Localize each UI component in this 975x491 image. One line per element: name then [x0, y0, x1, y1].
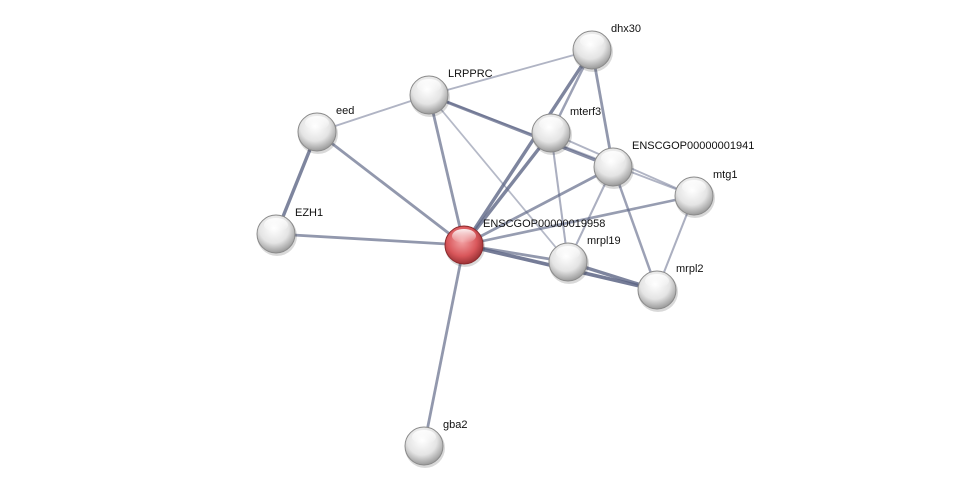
- node-EZH1[interactable]: EZH1: [256, 207, 323, 256]
- edge-LRPPRC-eed[interactable]: [316, 94, 430, 133]
- edge-ENSCGOP00000001941-ENSCGOP00000019958[interactable]: [463, 165, 614, 247]
- edge-mterf3-mrpl19[interactable]: [549, 132, 570, 263]
- edge-mterf3-ENSCGOP00000019958[interactable]: [462, 131, 553, 247]
- edge-LRPPRC-mrpl19[interactable]: [428, 94, 569, 263]
- node-mtg1[interactable]: mtg1: [674, 169, 737, 218]
- edge-ENSCGOP00000001941-mrpl2[interactable]: [611, 166, 659, 291]
- node-gba2[interactable]: gba2: [404, 419, 467, 468]
- edge-ENSCGOP00000019958-gba2[interactable]: [422, 244, 466, 447]
- node-LRPPRC[interactable]: LRPPRC: [409, 68, 493, 117]
- node-eed[interactable]: eed: [297, 105, 354, 154]
- edge-LRPPRC-ENSCGOP00000019958[interactable]: [427, 94, 466, 246]
- node-label[interactable]: gba2: [443, 419, 467, 431]
- node-ENSCGOP00000019958[interactable]: ENSCGOP00000019958: [444, 218, 605, 267]
- node-label[interactable]: dhx30: [611, 23, 641, 35]
- node-highlight: [682, 180, 706, 194]
- node-label[interactable]: eed: [336, 105, 354, 117]
- node-dhx30[interactable]: dhx30: [572, 23, 641, 72]
- node-label[interactable]: ENSCGOP00000001941: [632, 140, 754, 152]
- node-mrpl2[interactable]: mrpl2: [637, 263, 704, 312]
- node-label[interactable]: ENSCGOP00000019958: [483, 218, 605, 230]
- node-highlight: [539, 117, 563, 131]
- edge-LRPPRC-ENSCGOP00000001941[interactable]: [428, 93, 614, 169]
- node-highlight: [580, 34, 604, 48]
- node-label[interactable]: mrpl2: [676, 263, 704, 275]
- node-label[interactable]: mtg1: [713, 169, 737, 181]
- edge-ENSCGOP00000019958-eed[interactable]: [316, 130, 465, 247]
- node-label[interactable]: EZH1: [295, 207, 323, 219]
- edge-dhx30-ENSCGOP00000001941[interactable]: [590, 49, 615, 168]
- node-highlight: [601, 151, 625, 165]
- node-highlight: [417, 79, 441, 93]
- node-label[interactable]: mterf3: [570, 106, 601, 118]
- node-highlight: [412, 430, 436, 444]
- node-highlight: [556, 246, 580, 260]
- edge-dhx30-ENSCGOP00000019958[interactable]: [462, 49, 594, 246]
- node-ENSCGOP00000001941[interactable]: ENSCGOP00000001941: [593, 140, 754, 189]
- node-highlight: [645, 274, 669, 288]
- node-highlight: [264, 218, 288, 232]
- node-highlight: [452, 229, 476, 243]
- node-label[interactable]: LRPPRC: [448, 68, 493, 80]
- node-highlight: [305, 116, 329, 130]
- edge-LRPPRC-dhx30[interactable]: [428, 49, 593, 96]
- node-mrpl19[interactable]: mrpl19: [548, 235, 621, 284]
- node-mterf3[interactable]: mterf3: [531, 106, 601, 155]
- edge-mtg1-ENSCGOP00000019958[interactable]: [463, 194, 695, 247]
- node-label[interactable]: mrpl19: [587, 235, 621, 247]
- edge-ENSCGOP00000019958-EZH1[interactable]: [275, 232, 465, 247]
